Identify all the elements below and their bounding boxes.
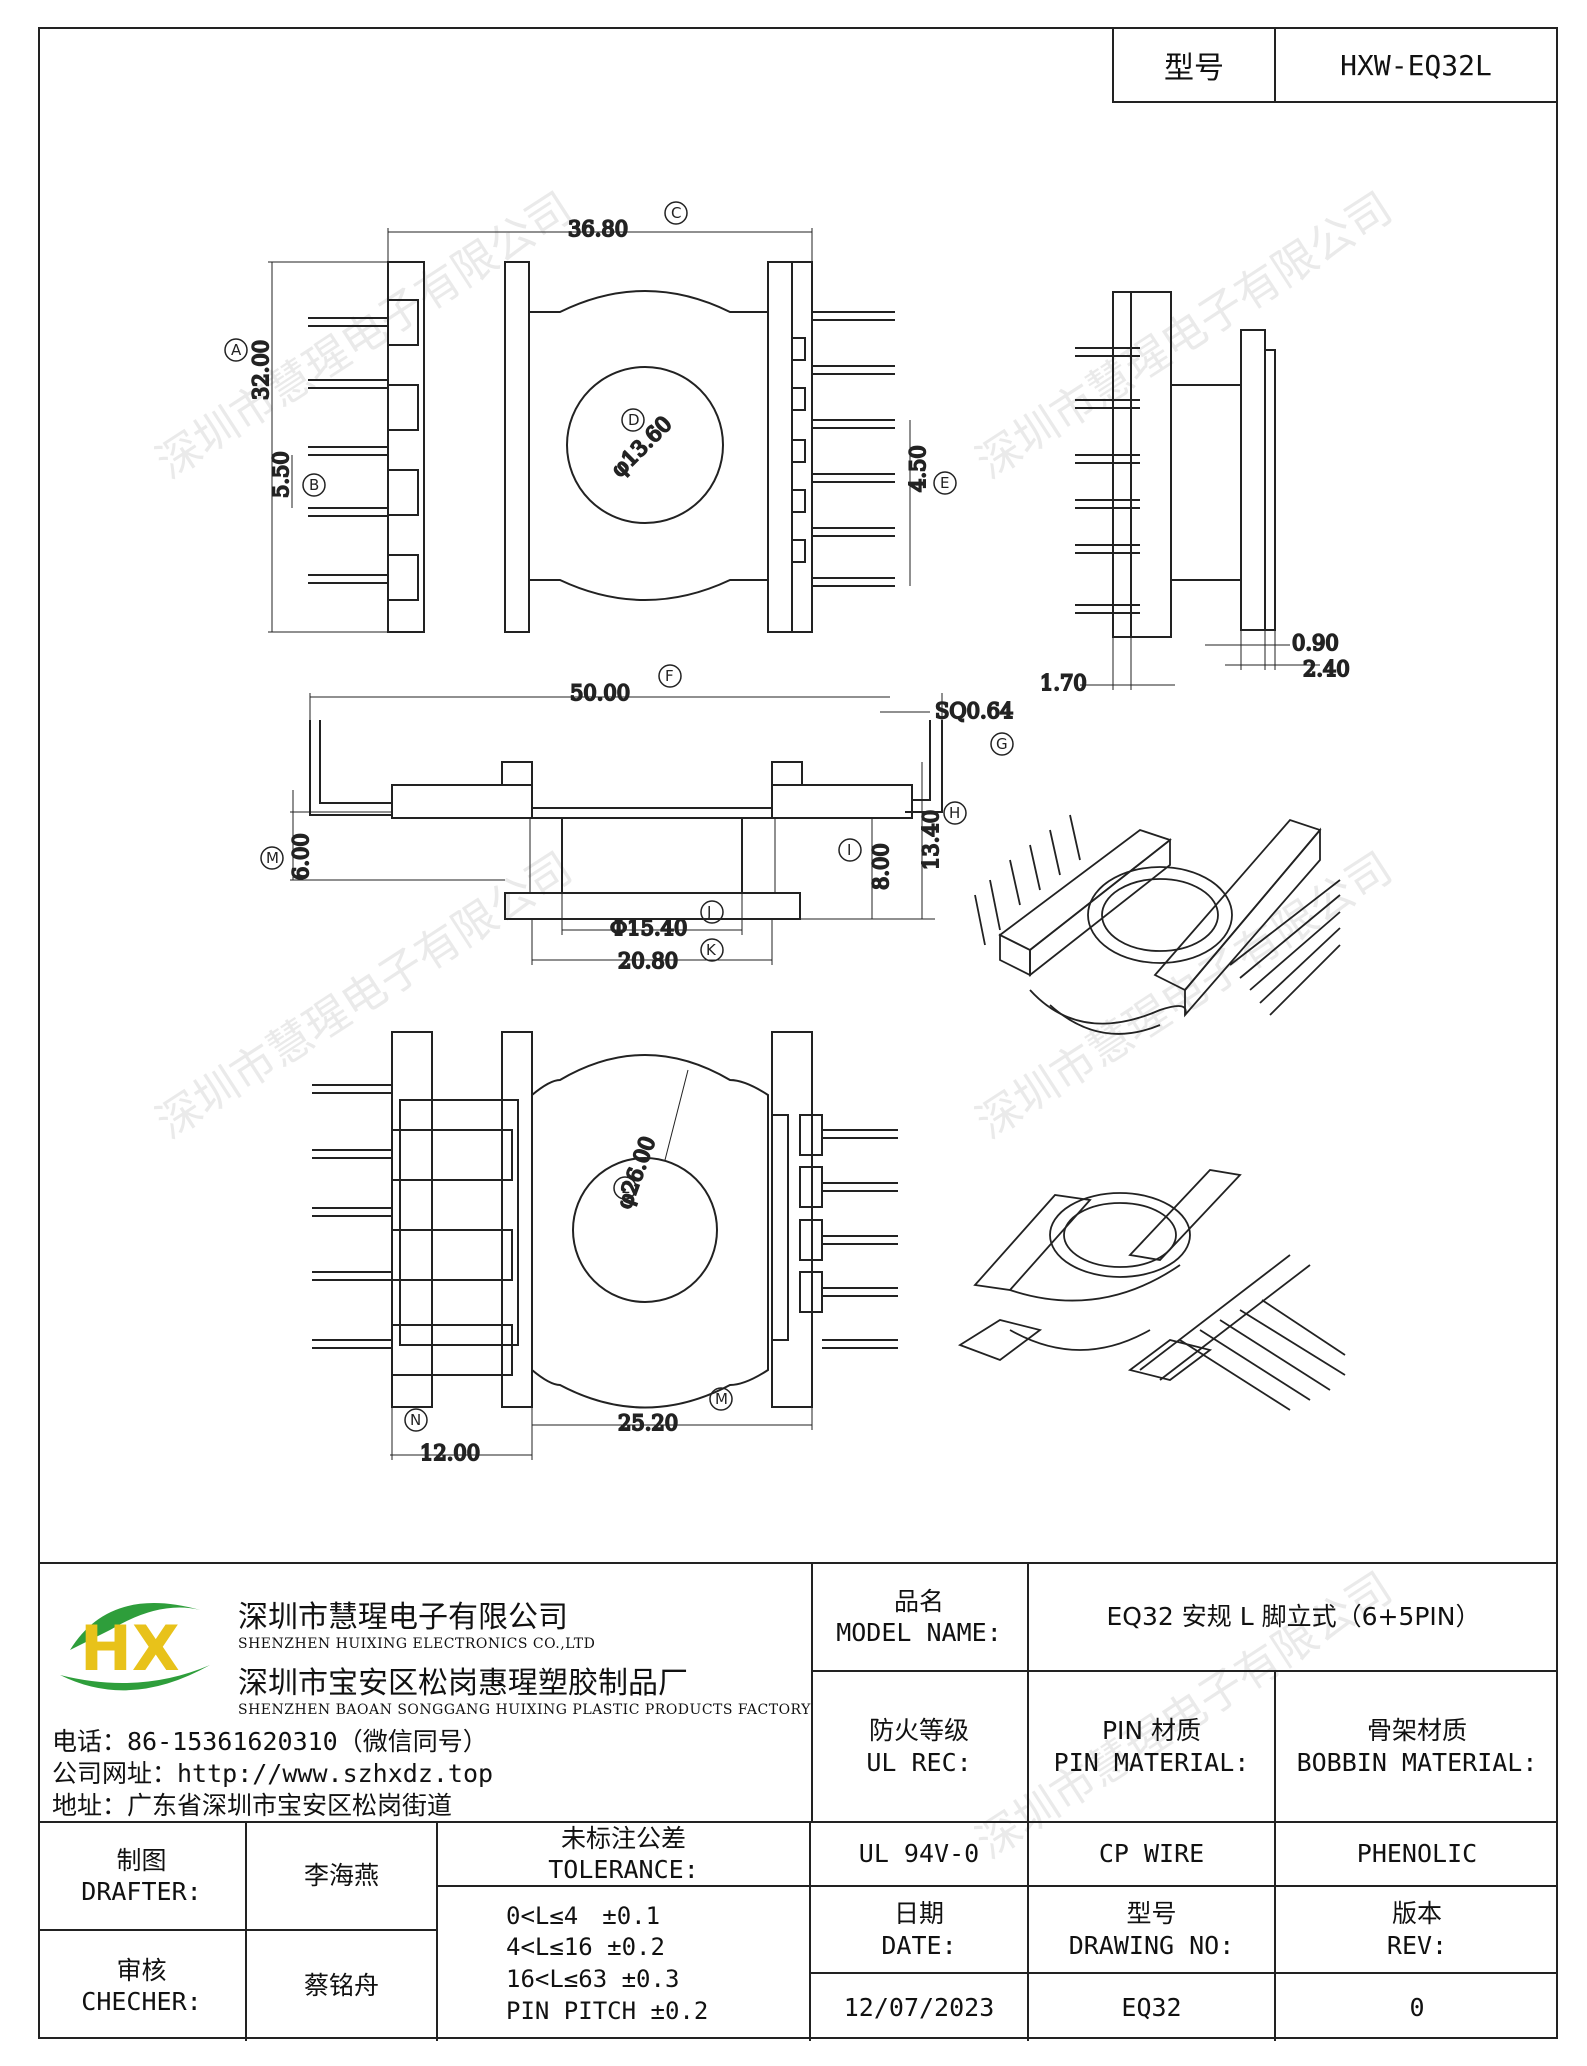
dim-m-bottom: 25.20: [618, 1411, 678, 1435]
svg-text:D: D: [628, 411, 640, 429]
top-view: [268, 228, 911, 633]
marker-i: I: [838, 838, 862, 862]
drafter-value: 李海燕: [247, 1821, 438, 1931]
factory-name-cn: 深圳市宝安区松岗惠瑆塑胶制品厂: [238, 1666, 688, 1701]
tolerance-line: 4<L≤16 ±0.2: [506, 1933, 665, 1962]
marker-f: F: [658, 664, 682, 688]
svg-text:L: L: [621, 1179, 630, 1197]
dim-e: 4.50: [906, 445, 930, 492]
title-block: HX 深圳市慧瑆电子有限公司 SHENZHEN HUIXING ELECTRON…: [38, 1562, 1558, 2041]
marker-a: A: [224, 338, 248, 362]
svg-text:G: G: [996, 735, 1008, 753]
marker-n: N: [404, 1408, 428, 1432]
marker-c: C: [664, 201, 688, 225]
rev-value: 0: [1409, 1992, 1425, 2022]
svg-text:F: F: [665, 667, 674, 685]
product-name-value: EQ32 安规 L 脚立式（6+5PIN）: [1029, 1564, 1558, 1672]
svg-text:B: B: [309, 476, 319, 494]
technical-drawing: 36.80 32.00 5.50 φ13.60 4.50 C A B D E 1…: [224, 201, 1351, 1466]
svg-text:K: K: [706, 941, 717, 959]
dim-c: 36.80: [568, 217, 628, 241]
marker-d: D: [621, 408, 645, 432]
address: 地址：广东省深圳市宝安区松岗街道: [52, 1791, 453, 1820]
tolerance-values: 0<L≤4 ±0.1 4<L≤16 ±0.2 16<L≤63 ±0.3 PIN …: [438, 1887, 811, 2041]
svg-text:N: N: [410, 1411, 421, 1429]
svg-text:A: A: [231, 341, 242, 359]
dim-o: 8.00: [869, 843, 893, 890]
checker-value: 蔡铭舟: [247, 1931, 438, 2041]
isometric-view-bottom: [957, 1169, 1346, 1411]
company-logo-icon: HX: [60, 1603, 210, 1691]
dim-h: 13.40: [919, 810, 943, 870]
dim-n: 12.00: [420, 1441, 480, 1465]
marker-e: E: [933, 471, 957, 495]
dim-l: φ26.00: [612, 1133, 660, 1212]
svg-text:M: M: [266, 849, 279, 867]
drawing-no-value: EQ32: [1029, 1974, 1276, 2041]
marker-k: K: [700, 938, 724, 962]
front-view: [290, 693, 943, 965]
dim-m-side: 6.00: [289, 833, 313, 880]
marker-m-side: M: [260, 846, 284, 870]
website: 公司网址：http://www.szhxdz.top: [52, 1759, 494, 1788]
dim-f: 50.00: [570, 681, 630, 705]
company-info: HX 深圳市慧瑆电子有限公司 SHENZHEN HUIXING ELECTRON…: [38, 1564, 813, 1821]
dim-k: 20.80: [618, 949, 678, 973]
date-value: 12/07/2023: [811, 1974, 1029, 2041]
tolerance-line: 0<L≤4 ±0.1: [506, 1901, 661, 1930]
marker-m-bottom: M: [709, 1387, 733, 1411]
marker-j: J: [700, 900, 724, 924]
company-name-cn: 深圳市慧瑆电子有限公司: [238, 1600, 568, 1635]
marker-b: B: [302, 473, 326, 497]
drawing-frame: [38, 27, 1558, 2039]
svg-text:HX: HX: [80, 1612, 180, 1685]
marker-g: G: [990, 732, 1014, 756]
dim-side-r2: 2.40: [1303, 657, 1350, 681]
model-value: HXW-EQ32L: [1340, 48, 1492, 82]
factory-name-en: SHENZHEN BAOAN SONGGANG HUIXING PLASTIC …: [238, 1702, 811, 1718]
svg-text:E: E: [940, 474, 949, 492]
dim-d: φ13.60: [607, 412, 677, 482]
dim-side-r1: 0.90: [1292, 631, 1339, 655]
dim-b: 5.50: [269, 451, 293, 498]
isometric-view-top: [974, 814, 1341, 1035]
company-name-en: SHENZHEN HUIXING ELECTRONICS CO.,LTD: [238, 1636, 596, 1652]
marker-l: L: [613, 1176, 637, 1200]
tolerance-line: PIN PITCH ±0.2: [506, 1996, 709, 2025]
svg-text:M: M: [715, 1390, 728, 1408]
bottom-view: [312, 1031, 898, 1460]
phone: 电话：86-15361620310（微信同号）: [52, 1727, 488, 1756]
svg-text:C: C: [671, 204, 681, 222]
model-number-box: 型号 HXW-EQ32L: [1112, 27, 1558, 103]
bobbin-material-value: PHENOLIC: [1276, 1821, 1558, 1887]
model-label: 型号: [1114, 29, 1276, 101]
svg-text:I: I: [847, 841, 851, 859]
fire-rating-value: UL 94V-0: [811, 1821, 1029, 1887]
dim-g: SQ0.64: [935, 699, 1013, 723]
tolerance-line: 16<L≤63 ±0.3: [506, 1965, 680, 1993]
dim-side-left: 1.70: [1040, 671, 1087, 695]
svg-text:J: J: [706, 903, 711, 921]
svg-text:H: H: [949, 804, 960, 822]
side-view: [1075, 291, 1320, 690]
marker-h: H: [943, 801, 967, 825]
dim-a: 32.00: [249, 340, 273, 400]
dim-j: Φ15.40: [610, 916, 687, 940]
pin-material-value: CP WIRE: [1029, 1821, 1276, 1887]
